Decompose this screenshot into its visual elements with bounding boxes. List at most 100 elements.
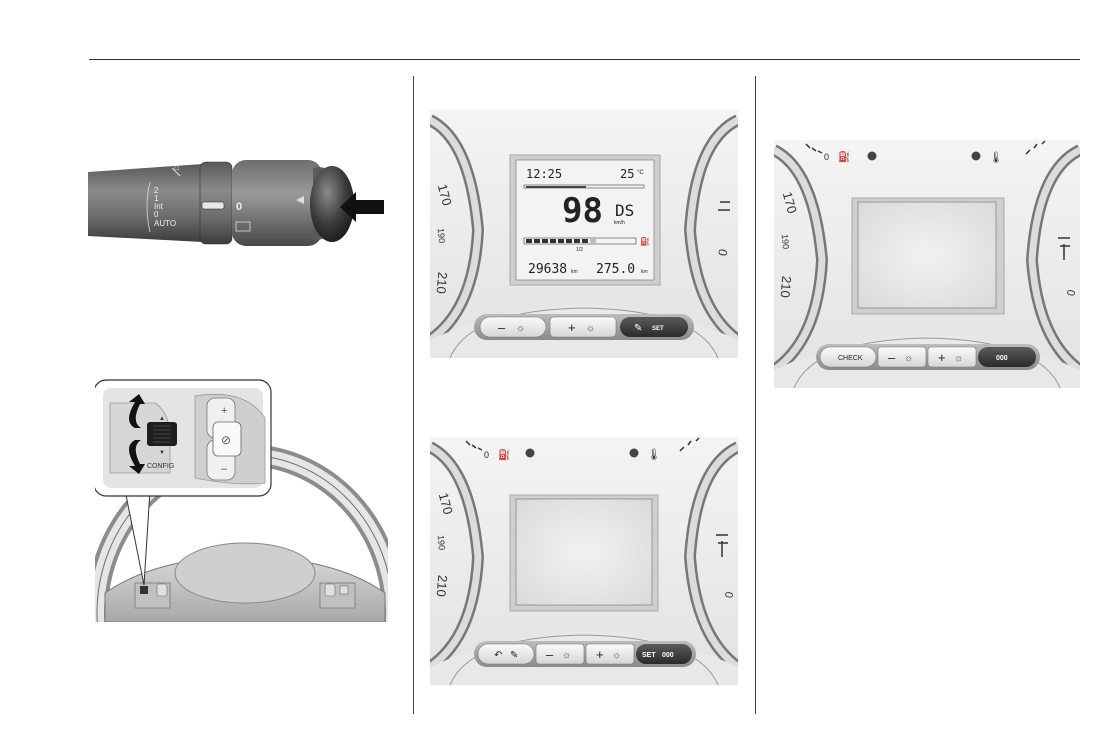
instrument-cluster-set: 0 ⛽ 🌡 170 190 210 0 ↶ ✎ – ☼ + ☼ SET [430,437,738,685]
brightness-minus-button[interactable] [877,346,927,368]
temp-gauge-top: 🌡 [971,140,1046,164]
sun-icon: ☼ [954,353,963,364]
brightness-plus-label: + [596,647,604,662]
speed-tick-170: 170 [435,182,455,207]
brightness-plus-button[interactable] [585,643,635,665]
fuel-gauge-zero: 0 [824,152,829,162]
config-label: CONFIG [147,463,174,470]
instrument-cluster-display: 170 190 210 0 12:25 25 °C 98 DS km/h [430,110,738,358]
header-rule [89,59,1080,60]
scroll-up-arrow-icon [129,394,145,428]
set-label: SET [652,326,664,332]
config-button-on-wheel [140,586,148,594]
coolant-temp-icon: 🌡 [989,151,1003,164]
reset-label: 000 [662,652,674,659]
brightness-plus-label: + [938,350,946,365]
lcd-fuel-mark: 1/2 [576,247,583,253]
fuel-pump-icon: ⛽ [838,150,850,163]
lcd-top-bargraph [523,184,645,189]
sun-icon: ☼ [904,353,913,364]
fuel-gauge-top: 0 ⛽ [465,440,535,461]
speed-tick-210: 210 [433,574,450,597]
lcd-trip: 275.0 [596,262,635,277]
reset-button[interactable] [978,347,1036,367]
svg-text:▲: ▲ [159,416,165,422]
fuel-pump-icon: ⛽ [498,448,510,461]
back-settings-button[interactable] [477,643,535,665]
sun-icon: ☼ [586,323,595,334]
coolant-temp-icon: 🌡 [647,448,661,461]
warning-light [867,151,877,161]
stalk-position-0: 0 [154,210,159,219]
lcd-gear-indicator: DS [615,201,634,220]
brightness-plus-label: + [568,320,576,335]
fuel-gauge-zero: 0 [484,450,489,460]
svg-text:0: 0 [715,248,730,257]
lcd-trip-unit: km [641,269,648,275]
stalk-position-2: 2 [154,186,159,195]
warning-light [525,448,535,458]
lcd-fuel-icon: ⛽ [640,236,650,246]
brightness-minus-button[interactable] [535,643,585,665]
svg-text:0: 0 [1065,289,1078,297]
brightness-plus-button[interactable] [549,316,617,338]
steering-wheel-illustration: + – ⊘ ▲ ▼ CONFIG [95,378,388,622]
stalk-position-auto: AUTO [154,219,176,228]
speed-tick-170: 170 [780,190,800,215]
scroll-down-arrow-icon [129,440,145,474]
rear-wiper-icon: ⌂ [174,162,179,172]
blank-display [515,498,653,606]
brightness-minus-label: – [546,647,554,662]
check-button[interactable] [819,346,877,368]
lcd-fuel-bargraph [523,237,637,245]
lcd-time: 12:25 [526,167,562,181]
wiper-stalk-illustration: ⌂ 2 1 Int 0 AUTO 0 [88,150,388,260]
brightness-plus-button[interactable] [927,346,977,368]
wheel-volume-minus: – [221,463,228,475]
svg-text:0: 0 [723,591,736,599]
speed-tick-190: 190 [436,228,447,244]
lcd-temperature: 25 [620,167,634,181]
speed-tick-190: 190 [780,234,791,250]
stalk-position-int: Int [154,202,164,211]
speed-tick-190: 190 [436,535,447,551]
brightness-minus-label: – [498,320,506,335]
brightness-minus-label: – [888,350,896,365]
fuel-gauge-top: 0 ⛽ [805,143,877,163]
svg-text:▼: ▼ [159,450,165,456]
sun-icon: ☼ [516,323,525,334]
speed-tick-210: 210 [433,271,450,294]
warning-light [629,448,639,458]
speed-tick-210: 210 [777,275,794,298]
brightness-minus-button[interactable] [479,316,547,338]
set-reset-button[interactable] [636,644,692,664]
wheel-volume-plus: + [221,405,227,417]
warning-light [971,151,981,161]
temp-gauge-top: 🌡 [629,437,700,461]
wrench-icon: ✎ [510,650,518,661]
mute-icon: ⊘ [221,433,231,447]
set-button[interactable] [620,317,688,337]
wrench-icon: ✎ [634,323,642,334]
stalk-collar-label: 0 [236,201,242,213]
back-arrow-icon: ↶ [494,650,502,661]
set-label: SET [642,652,656,659]
check-label: CHECK [838,355,863,362]
lcd-temp-unit: °C [637,170,644,176]
instrument-cluster-check: 0 ⛽ 🌡 170 190 210 0 CHECK – ☼ + ☼ 000 [774,140,1080,388]
stalk-position-1: 1 [154,194,159,203]
lcd-speed-unit: km/h [614,220,625,226]
washer-icon [235,221,251,232]
arrow-marker-icon [296,196,304,204]
sun-icon: ☼ [612,650,621,661]
blank-display [857,201,997,309]
column-divider-left [413,76,414,714]
reset-label: 000 [996,355,1008,362]
column-divider-right [755,76,756,714]
push-arrow-icon [340,192,384,222]
speed-tick-170: 170 [436,491,456,516]
lcd-speed: 98 [562,191,603,231]
lcd-odometer-unit: km [571,269,578,275]
sun-icon: ☼ [562,650,571,661]
lcd-odometer: 29638 [528,262,567,277]
